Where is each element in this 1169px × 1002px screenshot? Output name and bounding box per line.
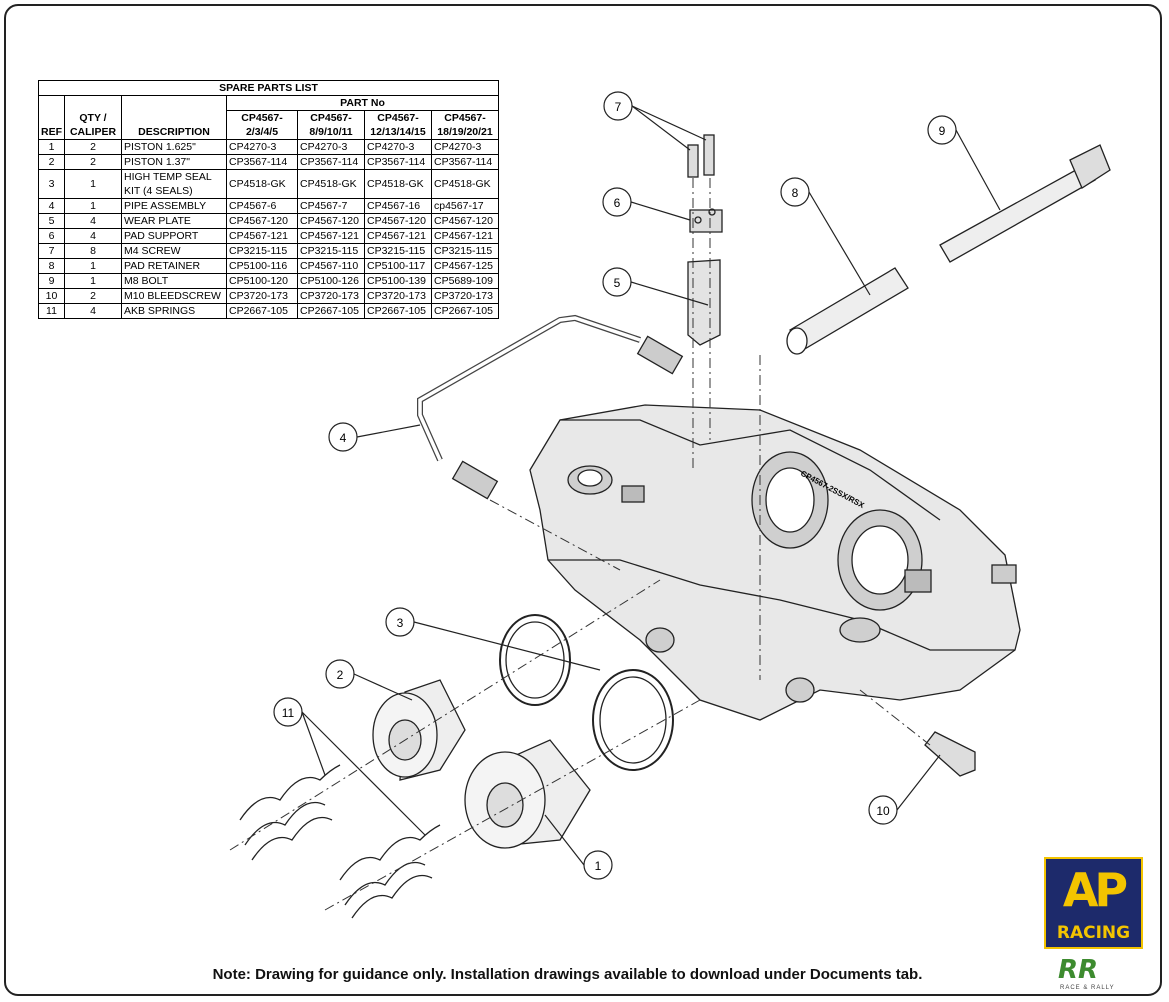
cell-part-number: CP3215-115 xyxy=(226,243,298,259)
cell-part-number: CP4567-121 xyxy=(226,228,298,244)
cell-part-number: CP3567-114 xyxy=(297,154,365,170)
cell-part-number: CP4270-3 xyxy=(226,139,298,155)
cell-part-number: CP2667-105 xyxy=(297,303,365,319)
m4-screw xyxy=(703,134,715,176)
callout-10: 10 xyxy=(868,754,941,825)
cell-desc: M4 SCREW xyxy=(121,243,227,259)
drawing-frame xyxy=(4,4,1162,996)
cell-ref: 3 xyxy=(38,169,65,199)
bleedscrew xyxy=(924,731,976,777)
cell-part-number: CP3567-114 xyxy=(226,154,298,170)
cell-part-number: CP2667-105 xyxy=(431,303,499,319)
cell-part-number: CP4567-6 xyxy=(226,198,298,214)
cell-qty: 4 xyxy=(64,303,122,319)
cell-part-number: CP3567-114 xyxy=(431,154,499,170)
svg-text:7: 7 xyxy=(615,100,622,114)
m4-screw xyxy=(687,144,699,178)
cell-part-number: CP4567-120 xyxy=(431,213,499,229)
cell-desc: PAD SUPPORT xyxy=(121,228,227,244)
cell-part-number: CP5100-139 xyxy=(364,273,432,289)
svg-text:6: 6 xyxy=(614,196,621,210)
col-variant: CP4567- 12/13/14/15 xyxy=(364,110,432,140)
cell-part-number: CP4518-GK xyxy=(297,169,365,199)
callout-11: 11 xyxy=(273,697,426,836)
cell-part-number: CP4518-GK xyxy=(431,169,499,199)
cell-desc: PISTON 1.625" xyxy=(121,139,227,155)
akb-spring xyxy=(239,764,341,861)
svg-text:11: 11 xyxy=(282,706,295,720)
callout-1: 1 xyxy=(544,814,613,880)
spare-parts-table: SPARE PARTS LIST PART No REF QTY / CALIP… xyxy=(38,80,499,319)
col-ref: REF xyxy=(38,110,65,140)
seal-ring xyxy=(499,614,571,706)
cell-part-number: CP4270-3 xyxy=(431,139,499,155)
m8-bolt xyxy=(939,164,1096,263)
cell-part-number: CP3215-115 xyxy=(431,243,499,259)
cell-desc: PISTON 1.37" xyxy=(121,154,227,170)
svg-text:5: 5 xyxy=(614,276,621,290)
callout-9: 9 xyxy=(927,115,1001,211)
cell-part-number: CP4270-3 xyxy=(364,139,432,155)
cell-part-number: CP3720-173 xyxy=(431,288,499,304)
svg-text:8: 8 xyxy=(792,186,799,200)
race-and-rally-logo: RR RACE & RALLY xyxy=(1058,955,1115,991)
cell-desc: AKB SPRINGS xyxy=(121,303,227,319)
svg-text:3: 3 xyxy=(397,616,404,630)
callout-4: 4 xyxy=(328,422,421,452)
svg-text:4: 4 xyxy=(340,431,347,445)
col-description: DESCRIPTION xyxy=(121,110,227,140)
col-variant: CP4567- 8/9/10/11 xyxy=(297,110,365,140)
guidance-note: Note: Drawing for guidance only. Install… xyxy=(212,966,923,983)
callout-2: 2 xyxy=(325,659,413,701)
cell-part-number: CP4567-125 xyxy=(431,258,499,274)
pad-retainer xyxy=(789,267,909,351)
cell-qty: 1 xyxy=(64,169,122,199)
seal-ring xyxy=(592,669,674,771)
cell-part-number: CP4567-110 xyxy=(297,258,365,274)
cell-part-number: CP2667-105 xyxy=(226,303,298,319)
cell-part-number: CP3720-173 xyxy=(364,288,432,304)
callout-3: 3 xyxy=(385,607,601,671)
cell-part-number: CP4518-GK xyxy=(364,169,432,199)
cell-desc: M10 BLEEDSCREW xyxy=(121,288,227,304)
callout-5: 5 xyxy=(602,267,709,306)
akb-spring xyxy=(339,824,441,919)
svg-text:9: 9 xyxy=(939,124,946,138)
callout-8: 8 xyxy=(780,177,871,296)
cell-part-number: CP2667-105 xyxy=(364,303,432,319)
pad-support xyxy=(689,209,723,233)
svg-text:2: 2 xyxy=(337,668,344,682)
caliper-body xyxy=(529,404,1021,721)
ap-racing-logo: AP RACING xyxy=(1044,857,1143,949)
callout-6: 6 xyxy=(602,187,691,221)
callout-7: 7 xyxy=(603,91,707,151)
svg-text:1: 1 xyxy=(595,859,602,873)
svg-text:10: 10 xyxy=(876,804,890,818)
cell-part-number: CP4567-121 xyxy=(431,228,499,244)
